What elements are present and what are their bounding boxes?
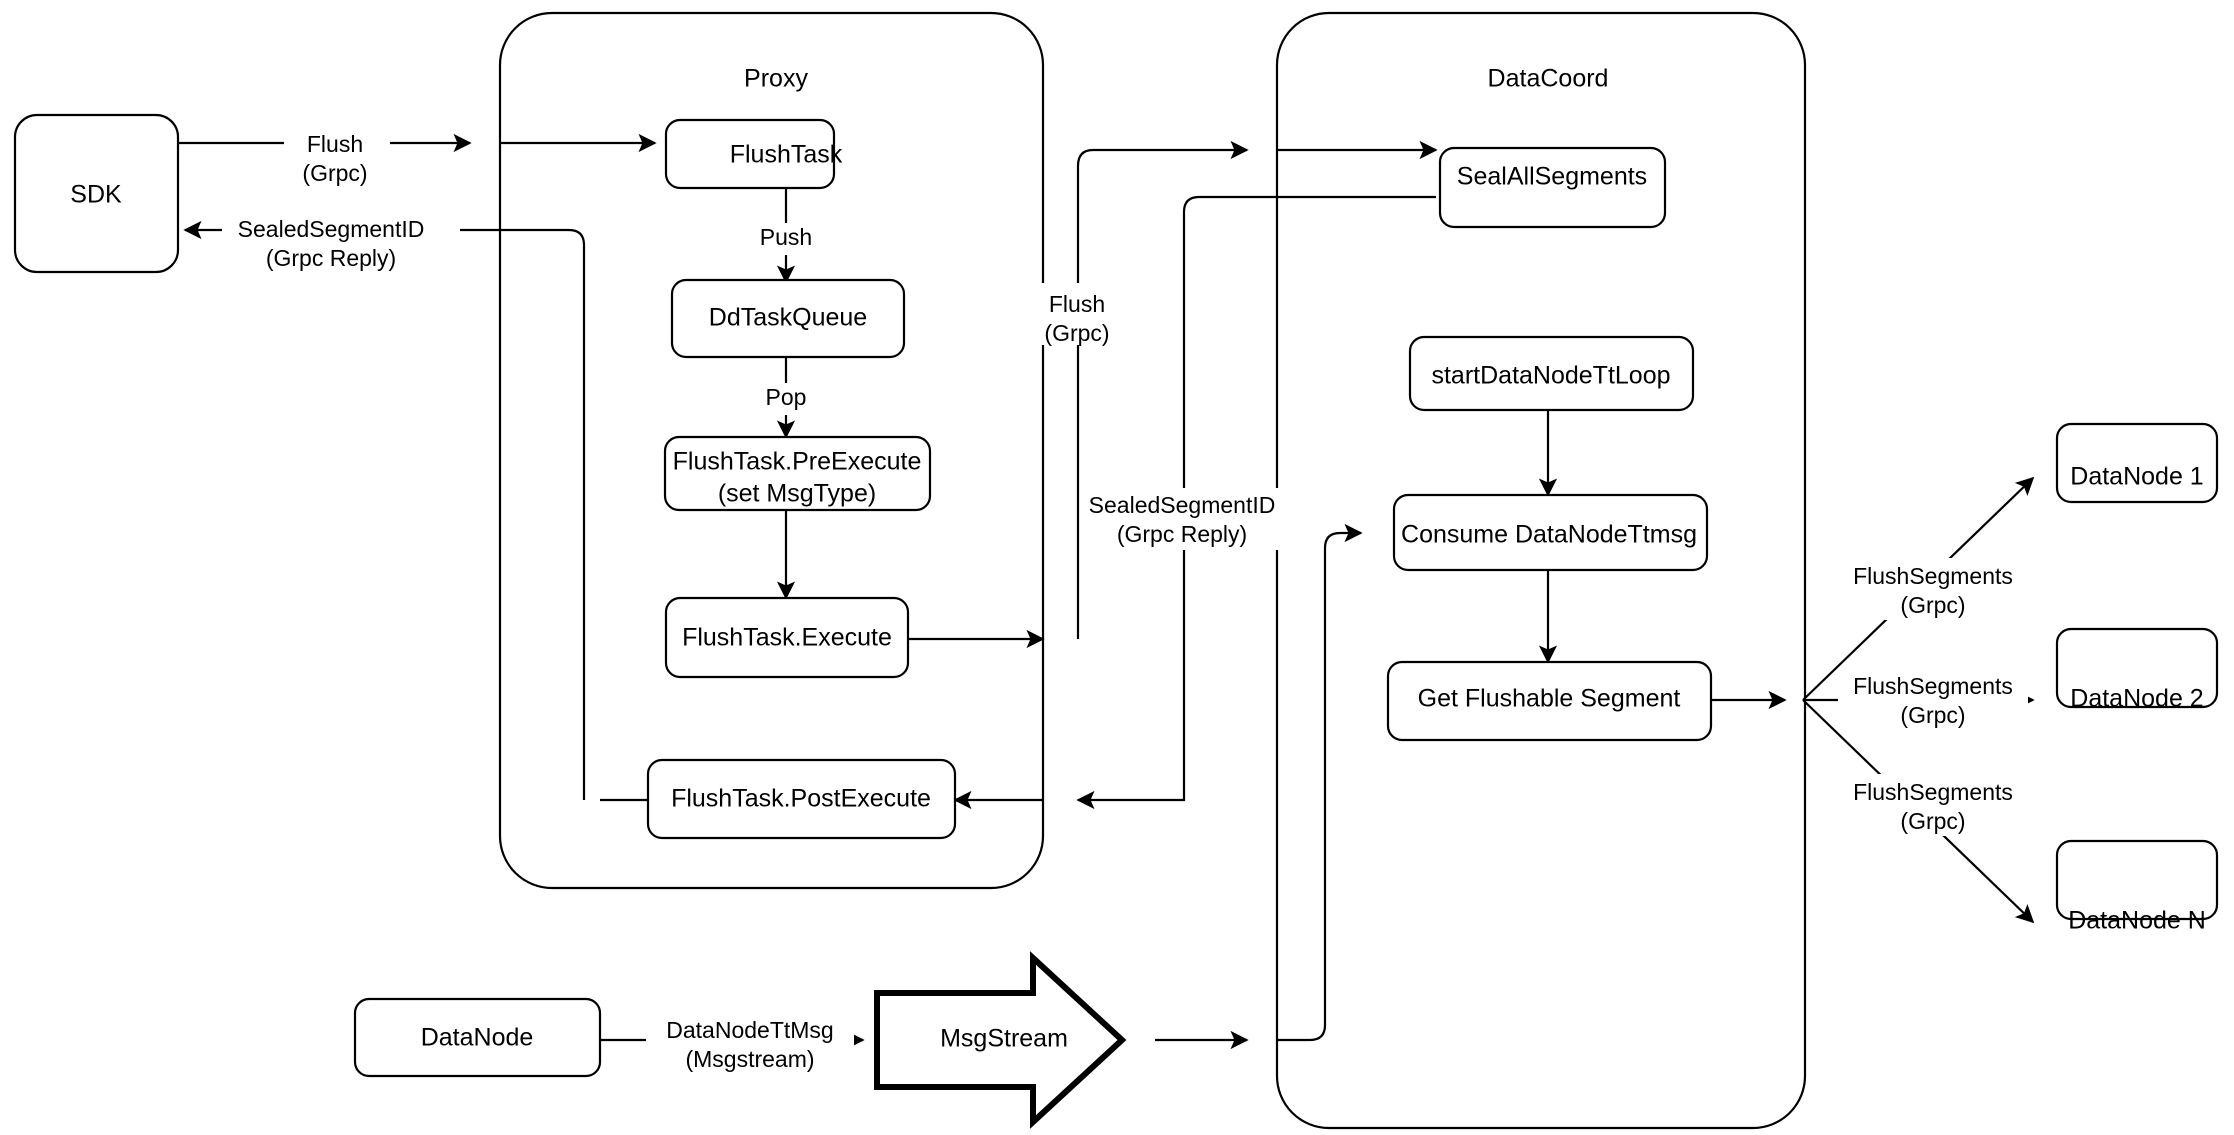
datacoord-container-label: DataCoord bbox=[1488, 65, 1609, 93]
container-datacoord[interactable]: DataCoord bbox=[1275, 11, 1807, 1130]
edge-label-dc-reply-line2: (Grpc Reply) bbox=[1117, 521, 1247, 547]
edge-label-ttmsg-line2: (Msgstream) bbox=[685, 1046, 814, 1072]
execute-box bbox=[664, 596, 910, 679]
edge-label-dc-reply-line1: SealedSegmentID bbox=[1089, 492, 1276, 518]
edge-label-ttmsg-line1: DataNodeTtMsg bbox=[666, 1017, 833, 1043]
datanode-1-box bbox=[2055, 422, 2219, 504]
edge-label-sealedsegmentid-sdk: SealedSegmentID (Grpc Reply) bbox=[222, 207, 460, 271]
msgstream-label: MsgStream bbox=[940, 1025, 1068, 1053]
edge-label-flushsegn-line2: (Grpc) bbox=[1900, 808, 1965, 834]
edge-label-flushseg1-line1: FlushSegments bbox=[1853, 563, 2013, 589]
node-datanode-1[interactable]: DataNode 1 bbox=[2055, 422, 2219, 504]
edge-label-flushsegments-1: FlushSegments (Grpc) bbox=[1838, 558, 2028, 620]
node-flushtask-postexecute[interactable]: FlushTask.PostExecute bbox=[646, 758, 957, 840]
consume-datanodettmsg-label: Consume DataNodeTtmsg bbox=[1401, 521, 1697, 549]
proxy-container-label: Proxy bbox=[744, 65, 808, 93]
datanode-source-label: DataNode bbox=[421, 1024, 534, 1052]
sdk-label: SDK bbox=[70, 181, 122, 209]
node-flushtask-preexecute[interactable]: FlushTask.PreExecute (set MsgType) bbox=[663, 435, 932, 512]
node-flushtask[interactable]: FlushTask bbox=[664, 118, 843, 190]
datanode-2-label: DataNode 2 bbox=[2070, 685, 2203, 713]
edge-label-pop: Pop bbox=[750, 383, 822, 415]
edge-label-push-text: Push bbox=[760, 224, 812, 250]
edge-label-flush-grpc-sdk: Flush (Grpc) bbox=[284, 122, 390, 186]
node-datanode-source[interactable]: DataNode bbox=[353, 997, 602, 1078]
node-flushtask-execute[interactable]: FlushTask.Execute bbox=[664, 596, 910, 679]
edge-label-datanodettmsg: DataNodeTtMsg (Msgstream) bbox=[646, 1010, 854, 1072]
edge-label-flushseg2-line2: (Grpc) bbox=[1900, 702, 1965, 728]
node-sealallsegments[interactable]: SealAllSegments bbox=[1438, 146, 1667, 229]
edge-proxy-to-sdk-reply bbox=[183, 220, 586, 800]
flushtask-box bbox=[664, 118, 836, 190]
edge-proxy-to-datacoord-flush bbox=[1076, 140, 1249, 639]
edge-label-flushseg2-line1: FlushSegments bbox=[1853, 673, 2013, 699]
node-ddtaskqueue[interactable]: DdTaskQueue bbox=[670, 278, 906, 359]
get-flushable-segment-label: Get Flushable Segment bbox=[1418, 685, 1681, 713]
datanode-2-box bbox=[2055, 627, 2219, 709]
get-flushable-segment-box bbox=[1386, 660, 1713, 742]
consume-datanodettmsg-box bbox=[1392, 493, 1709, 572]
proxy-container-outline bbox=[498, 11, 1045, 890]
edge-label-dc-flush-line1: Flush bbox=[1049, 291, 1105, 317]
edge-label-flushsegments-2: FlushSegments (Grpc) bbox=[1838, 668, 2028, 730]
edge-label-flush-line2: (Grpc) bbox=[302, 160, 367, 186]
preexecute-label-line2: (set MsgType) bbox=[718, 480, 876, 508]
node-msgstream[interactable]: MsgStream bbox=[874, 951, 1127, 1129]
node-sdk[interactable]: SDK bbox=[13, 113, 180, 274]
edge-label-flushseg1-line2: (Grpc) bbox=[1900, 592, 1965, 618]
postexecute-box bbox=[646, 758, 957, 840]
container-proxy[interactable]: Proxy bbox=[498, 11, 1045, 890]
postexecute-label: FlushTask.PostExecute bbox=[671, 785, 931, 813]
flushtask-label: FlushTask bbox=[730, 141, 843, 169]
edge-label-sealedsegmentid-datacoord: SealedSegmentID (Grpc Reply) bbox=[1088, 488, 1286, 550]
edge-datacoord-edge-to-consume bbox=[1277, 523, 1363, 1042]
node-get-flushable-segment[interactable]: Get Flushable Segment bbox=[1386, 660, 1713, 742]
sealallsegments-label: SealAllSegments bbox=[1457, 163, 1647, 191]
datanode-n-box bbox=[2055, 839, 2219, 921]
startdatanodettloop-label: startDataNodeTtLoop bbox=[1431, 362, 1670, 390]
datanode-1-label: DataNode 1 bbox=[2070, 463, 2203, 491]
edge-label-push: Push bbox=[746, 223, 826, 255]
datanode-n-label: DataNode N bbox=[2068, 907, 2206, 935]
node-startdatanodettloop[interactable]: startDataNodeTtLoop bbox=[1408, 335, 1695, 412]
datacoord-container-outline bbox=[1275, 11, 1807, 1130]
startdatanodettloop-box bbox=[1408, 335, 1695, 412]
edge-label-reply-line1: SealedSegmentID bbox=[238, 216, 425, 242]
edge-label-flush-grpc-datacoord: Flush (Grpc) bbox=[1022, 283, 1132, 346]
edge-label-flushsegments-n: FlushSegments (Grpc) bbox=[1838, 774, 2028, 836]
node-consume-datanodettmsg[interactable]: Consume DataNodeTtmsg bbox=[1392, 493, 1709, 572]
edge-label-pop-text: Pop bbox=[766, 384, 807, 410]
edge-label-flush-line1: Flush bbox=[307, 131, 363, 157]
edge-label-dc-flush-line2: (Grpc) bbox=[1044, 320, 1109, 346]
ddtaskqueue-label: DdTaskQueue bbox=[709, 304, 867, 332]
datanode-source-box bbox=[353, 997, 602, 1078]
ddtaskqueue-box bbox=[670, 278, 906, 359]
preexecute-label-line1: FlushTask.PreExecute bbox=[673, 448, 922, 476]
execute-label: FlushTask.Execute bbox=[682, 624, 892, 652]
preexecute-box bbox=[663, 435, 932, 512]
edge-label-flushsegn-line1: FlushSegments bbox=[1853, 779, 2013, 805]
edge-datacoord-to-proxy-reply bbox=[1076, 195, 1277, 810]
sealallsegments-box bbox=[1438, 146, 1667, 229]
msgstream-arrow-shape bbox=[874, 951, 1127, 1129]
sdk-box bbox=[13, 113, 180, 274]
edge-label-reply-line2: (Grpc Reply) bbox=[266, 245, 396, 271]
node-datanode-n[interactable]: DataNode N bbox=[2055, 839, 2219, 935]
node-datanode-2[interactable]: DataNode 2 bbox=[2055, 627, 2219, 713]
